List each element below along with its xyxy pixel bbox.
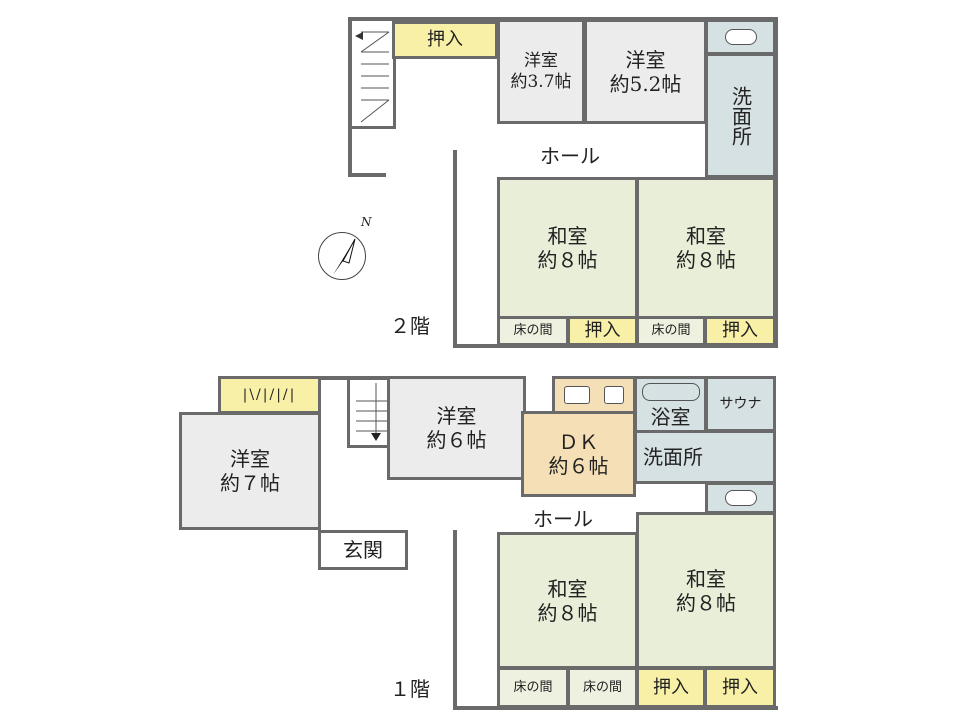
toilet-icon [724, 29, 757, 45]
wall [348, 173, 386, 177]
room-label: 床の間 [513, 679, 553, 695]
room-name: 和室 [686, 566, 726, 591]
entrance: 玄関 [318, 530, 408, 570]
room-size: 約８帖 [676, 248, 736, 272]
kitchen-counter [552, 376, 636, 414]
stairs-icon [356, 382, 388, 441]
japanese-room-2f-b: 和室約８帖 [636, 177, 776, 319]
western-room-5-2: 洋室約5.2帖 [584, 19, 707, 124]
wall [453, 706, 778, 710]
stove-icon [604, 386, 624, 404]
toilet-2f [705, 19, 776, 55]
sink-icon [564, 386, 590, 404]
room-size: 約８帖 [537, 248, 598, 272]
stairs-icon [354, 31, 389, 122]
room-label: 洗面所 [728, 85, 753, 146]
room-name: 洋室 [436, 404, 477, 428]
room-size: 約６帖 [548, 454, 609, 478]
toilet-icon [724, 490, 757, 506]
japanese-room-1f-b: 和室約８帖 [636, 512, 776, 669]
japanese-room-1f-a: 和室約８帖 [497, 532, 638, 669]
wall [348, 17, 352, 177]
tokonoma-2f-b: 床の間 [636, 316, 706, 346]
room-label: 洗面所 [643, 445, 703, 469]
washroom-2f: 洗面所 [705, 53, 776, 178]
compass-icon: N [318, 215, 372, 280]
bathtub-icon [641, 383, 700, 401]
room-name: 和室 [686, 224, 726, 248]
room-name: 和室 [547, 576, 588, 601]
room-name: 洋室 [524, 51, 558, 72]
room-size: 約3.7帖 [510, 71, 572, 92]
room-label: 押入 [653, 676, 689, 698]
western-room-6: 洋室約６帖 [387, 376, 526, 480]
tokonoma-1f-a: 床の間 [497, 667, 569, 708]
wall [453, 530, 457, 710]
room-size: 約７帖 [220, 471, 280, 495]
closet-1f-b: 押入 [704, 667, 776, 708]
staircase-1f [347, 380, 391, 448]
floor-1-label: １階 [390, 677, 430, 701]
western-room-3-7: 洋室約3.7帖 [497, 19, 585, 124]
compass-north-label: N [361, 215, 372, 229]
closet-2f-a: 押入 [567, 316, 638, 346]
room-label: 床の間 [651, 323, 691, 339]
room-label: 押入 [722, 320, 758, 342]
room-label: 押入 [584, 320, 621, 342]
sliding-door-icon: |\/|/|/| [242, 386, 297, 403]
tokonoma-2f-a: 床の間 [497, 316, 569, 346]
room-name: 洋室 [625, 47, 666, 72]
room-label: 押入 [722, 676, 758, 698]
floor-2-label: ２階 [390, 314, 430, 338]
closet-1f-top: |\/|/|/| [218, 376, 321, 414]
room-label: 床の間 [513, 323, 553, 339]
room-label: サウナ [719, 395, 762, 412]
wall [453, 150, 457, 348]
wall [453, 344, 778, 348]
staircase-2f [352, 21, 396, 129]
closet-2f-b: 押入 [704, 316, 776, 346]
tokonoma-1f-b: 床の間 [567, 667, 638, 708]
sauna: サウナ [705, 376, 776, 432]
room-label: 床の間 [582, 679, 622, 695]
hall-2f-label: ホール [540, 144, 600, 168]
room-size: 約5.2帖 [609, 71, 682, 96]
room-label: 玄関 [343, 538, 383, 562]
room-name: 洋室 [230, 447, 270, 471]
room-size: 約６帖 [426, 428, 487, 452]
closet-2f-top: 押入 [392, 21, 498, 59]
bathroom: 浴室 [634, 376, 707, 436]
japanese-room-2f-a: 和室約８帖 [497, 177, 638, 319]
room-label: 押入 [427, 29, 463, 51]
room-size: 約８帖 [676, 590, 736, 615]
closet-1f-a: 押入 [636, 667, 706, 708]
washroom-1f: 洗面所 [634, 430, 776, 484]
room-label: 浴室 [650, 405, 691, 429]
hall-1f-label: ホール [533, 507, 593, 531]
room-name: 和室 [547, 224, 588, 248]
western-room-7: 洋室約７帖 [179, 412, 321, 530]
room-name: ＤＫ [558, 430, 599, 454]
room-size: 約８帖 [537, 600, 598, 625]
wall [774, 17, 778, 348]
toilet-1f [705, 482, 776, 514]
